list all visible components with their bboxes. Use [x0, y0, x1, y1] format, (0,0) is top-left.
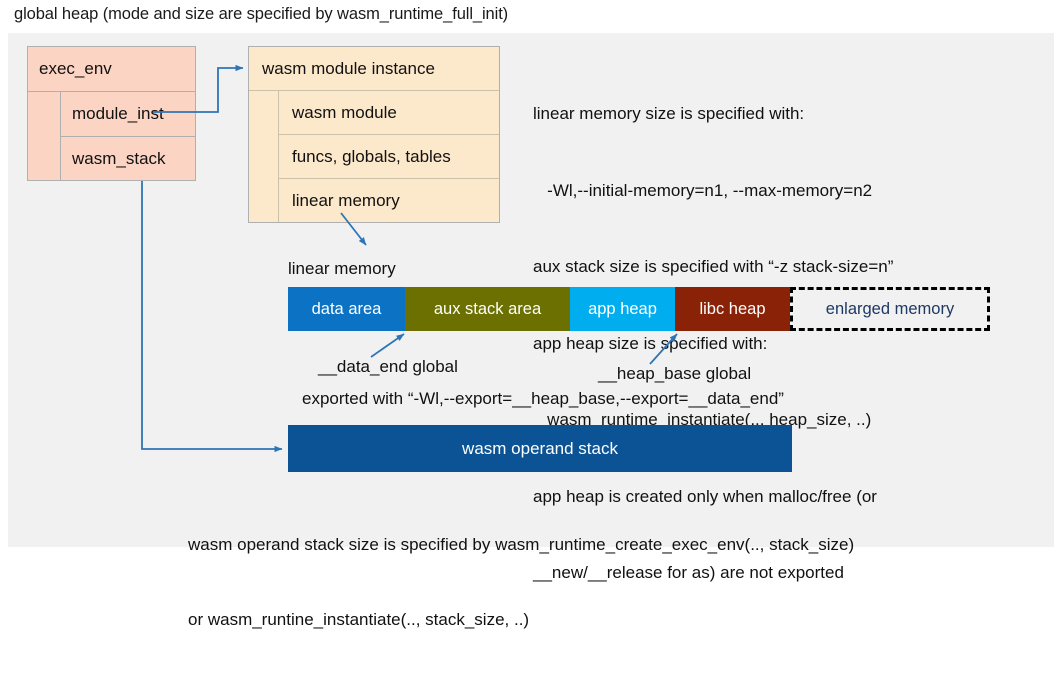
info-line-4: wasm_runtime_instantiate(.., heap_size, … — [533, 410, 872, 429]
memory-segment-libc-heap: libc heap — [675, 287, 790, 331]
wasm-module-instance-title: wasm module instance — [249, 47, 499, 91]
module-instance-indent-column — [249, 91, 279, 222]
info-line-2: aux stack size is specified with “-z sta… — [533, 257, 894, 276]
wasm-module-instance-box: wasm module instance wasm module funcs, … — [248, 46, 500, 223]
memory-segment-enlarged-memory: enlarged memory — [790, 287, 990, 331]
label-heap-base-global: __heap_base global — [598, 364, 752, 383]
module-instance-row-wasm-module: wasm module — [279, 91, 499, 135]
memory-segment-data-area: data area — [288, 287, 405, 331]
memory-segment-aux-stack-area: aux stack area — [405, 287, 570, 331]
info-line-5: app heap is created only when malloc/fre… — [533, 486, 877, 506]
info-line-1: -Wl,--initial-memory=n1, --max-memory=n2 — [533, 180, 873, 200]
operand-stack-note-line-1: or wasm_runtine_instantiate(.., stack_si… — [188, 610, 530, 629]
module-instance-row-funcs-globals-tables: funcs, globals, tables — [279, 135, 499, 179]
wasm-operand-stack-box: wasm operand stack — [288, 425, 792, 472]
label-data-end-global: __data_end global — [318, 357, 458, 376]
exec-env-indent-column — [28, 92, 61, 180]
page-title: global heap (mode and size are specified… — [14, 5, 509, 23]
memory-segment-app-heap: app heap — [570, 287, 675, 331]
info-line-0: linear memory size is specified with: — [533, 104, 805, 123]
linear-memory-bar: data area aux stack area app heap libc h… — [288, 287, 990, 331]
exec-env-box: exec_env module_inst wasm_stack — [27, 46, 196, 181]
operand-stack-notes: wasm operand stack size is specified by … — [188, 482, 854, 682]
diagram-canvas: global heap (mode and size are specified… — [8, 5, 1054, 629]
operand-stack-note-line-0: wasm operand stack size is specified by … — [188, 535, 855, 554]
linear-memory-caption: linear memory — [288, 259, 396, 278]
module-instance-row-linear-memory: linear memory — [292, 190, 400, 210]
info-line-3: app heap size is specified with: — [533, 333, 768, 353]
exec-env-field-wasm-stack: wasm_stack — [72, 149, 166, 168]
exec-env-title: exec_env — [28, 47, 195, 92]
label-exported-with: exported with “-Wl,--export=__heap_base,… — [302, 389, 784, 408]
memory-config-notes: linear memory size is specified with: -W… — [533, 50, 1033, 637]
exec-env-field-module-inst: module_inst — [61, 92, 195, 137]
